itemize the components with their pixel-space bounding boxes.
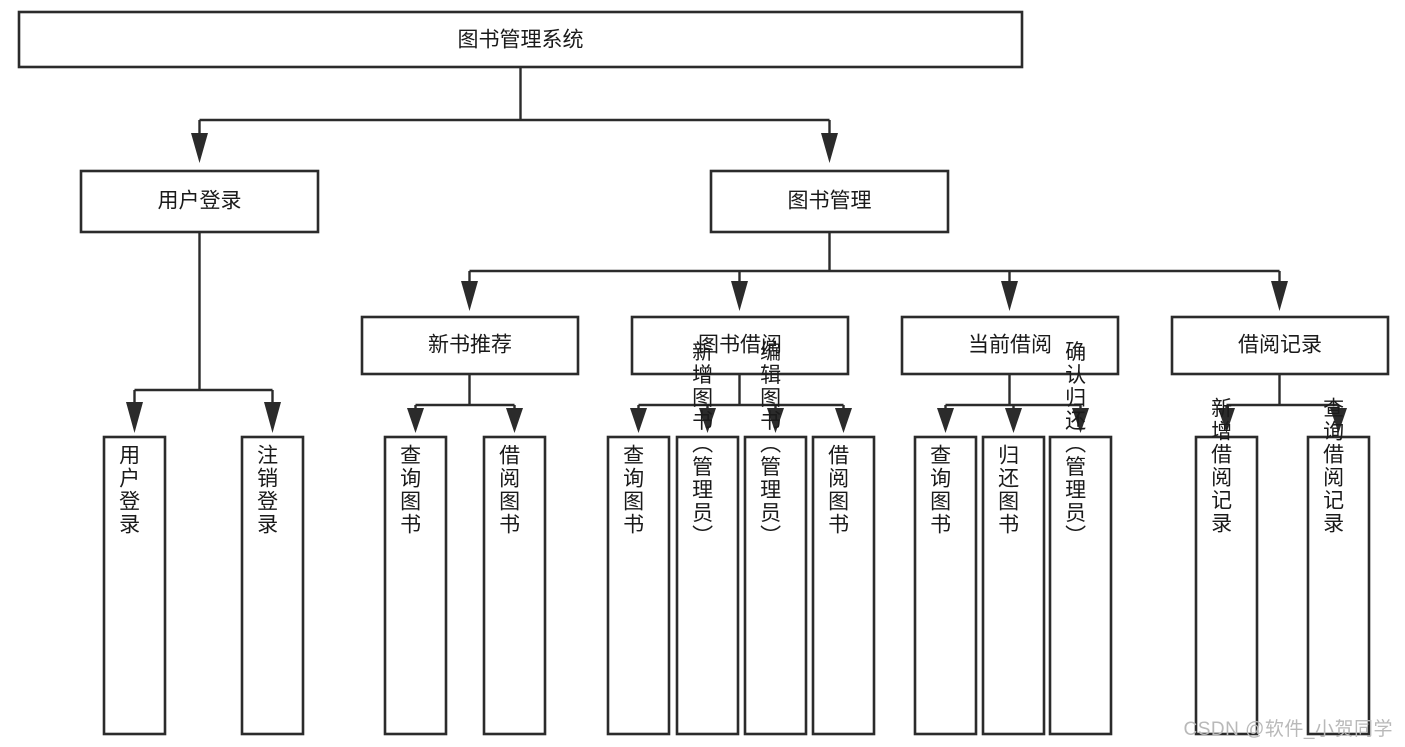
arrow-head-leaf-query-borrow-record xyxy=(1330,408,1347,433)
node-leaf-query-borrow-record-box[interactable] xyxy=(1306,435,1371,736)
node-leaf-edit-book-admin-label: 编辑图书（管理员） xyxy=(758,341,782,548)
node-root-box[interactable] xyxy=(17,10,1024,69)
arrow-head-new-book-recommend xyxy=(461,281,478,311)
node-leaf-query-book-borrow[interactable]: 查询图书 xyxy=(606,435,671,736)
arrow-head-book-management xyxy=(821,133,838,163)
node-leaf-add-borrow-record-label: 新增借阅记录 xyxy=(1209,397,1233,535)
node-leaf-logout-label: 注销登录 xyxy=(255,444,279,536)
arrow-head-book-borrow xyxy=(731,281,748,311)
node-leaf-borrow-book-label: 借阅图书 xyxy=(826,444,850,536)
node-current-borrow[interactable]: 当前借阅 xyxy=(900,315,1120,376)
node-leaf-confirm-return-admin[interactable]: 确认归还（管理员） xyxy=(1048,341,1113,736)
arrow-head-leaf-add-borrow-record xyxy=(1218,408,1235,433)
node-user-login-label: 用户登录 xyxy=(158,190,242,213)
node-leaf-query-borrow-record-label: 查询借阅记录 xyxy=(1321,397,1345,535)
node-leaf-borrow-book-recommend[interactable]: 借阅图书 xyxy=(482,435,547,736)
node-leaf-return-book-box[interactable] xyxy=(981,435,1046,736)
node-book-management[interactable]: 图书管理 xyxy=(709,169,950,234)
connector-group-user-login xyxy=(126,232,281,433)
node-borrow-records-label: 借阅记录 xyxy=(1238,334,1322,357)
node-leaf-user-login[interactable]: 用户登录 xyxy=(102,435,167,736)
node-current-borrow-box[interactable] xyxy=(900,315,1120,376)
node-new-book-recommend-box[interactable] xyxy=(360,315,580,376)
arrow-head-leaf-borrow-book xyxy=(835,408,852,433)
arrow-head-leaf-logout xyxy=(264,402,281,433)
node-leaf-borrow-book-box[interactable] xyxy=(811,435,876,736)
node-leaf-add-book-admin-box[interactable] xyxy=(675,435,740,736)
arrow-head-leaf-user-login xyxy=(126,402,143,433)
node-leaf-add-book-admin[interactable]: 新增图书（管理员） xyxy=(675,341,740,736)
node-borrow-records[interactable]: 借阅记录 xyxy=(1170,315,1390,376)
node-leaf-query-book-borrow-label: 查询图书 xyxy=(621,444,645,536)
arrow-head-leaf-add-book-admin xyxy=(699,408,716,433)
arrow-head-leaf-confirm-return-admin xyxy=(1072,408,1089,433)
node-user-login-box[interactable] xyxy=(79,169,320,234)
connector-group-new-book-recommend xyxy=(407,374,523,433)
arrow-head-leaf-return-book xyxy=(1005,408,1022,433)
node-new-book-recommend[interactable]: 新书推荐 xyxy=(360,315,580,376)
node-book-management-box[interactable] xyxy=(709,169,950,234)
connector-group-borrow-records xyxy=(1218,374,1347,433)
node-leaf-query-book-current-box[interactable] xyxy=(913,435,978,736)
node-book-management-label: 图书管理 xyxy=(788,190,872,213)
node-leaf-edit-book-admin-box[interactable] xyxy=(743,435,808,736)
node-book-borrow[interactable]: 图书借阅 xyxy=(630,315,850,376)
node-leaf-return-book-label: 归还图书 xyxy=(996,444,1020,536)
node-leaf-query-book-recommend[interactable]: 查询图书 xyxy=(383,435,448,736)
node-leaf-borrow-book-recommend-box[interactable] xyxy=(482,435,547,736)
node-leaf-borrow-book[interactable]: 借阅图书 xyxy=(811,435,876,736)
node-leaf-query-borrow-record[interactable]: 查询借阅记录 xyxy=(1306,397,1371,736)
node-leaf-query-book-current-label: 查询图书 xyxy=(928,444,952,536)
arrow-head-leaf-edit-book-admin xyxy=(767,408,784,433)
node-leaf-confirm-return-admin-box[interactable] xyxy=(1048,435,1113,736)
node-leaf-query-book-current[interactable]: 查询图书 xyxy=(913,435,978,736)
node-leaf-add-borrow-record[interactable]: 新增借阅记录 xyxy=(1194,397,1259,736)
arrow-head-leaf-query-book-recommend xyxy=(407,408,424,433)
node-book-borrow-label: 图书借阅 xyxy=(698,334,782,357)
connector-group-book-borrow xyxy=(630,374,852,433)
node-leaf-user-login-label: 用户登录 xyxy=(117,444,141,536)
arrow-head-leaf-query-book-current xyxy=(937,408,954,433)
node-root[interactable]: 图书管理系统 xyxy=(17,10,1024,69)
node-leaf-confirm-return-admin-label: 确认归还（管理员） xyxy=(1063,341,1087,548)
node-leaf-logout[interactable]: 注销登录 xyxy=(240,435,305,736)
node-leaf-logout-box[interactable] xyxy=(240,435,305,736)
connector-group-current-borrow xyxy=(937,374,1089,433)
arrow-head-leaf-borrow-book-recommend xyxy=(506,408,523,433)
arrow-head-borrow-records xyxy=(1271,281,1288,311)
node-user-login[interactable]: 用户登录 xyxy=(79,169,320,234)
node-leaf-return-book[interactable]: 归还图书 xyxy=(981,435,1046,736)
node-borrow-records-box[interactable] xyxy=(1170,315,1390,376)
connector-group-book-management xyxy=(461,232,1288,311)
node-leaf-add-borrow-record-box[interactable] xyxy=(1194,435,1259,736)
arrow-head-user-login xyxy=(191,133,208,163)
node-leaf-user-login-box[interactable] xyxy=(102,435,167,736)
node-leaf-borrow-book-recommend-label: 借阅图书 xyxy=(497,444,521,536)
node-leaf-query-book-borrow-box[interactable] xyxy=(606,435,671,736)
node-leaf-query-book-recommend-box[interactable] xyxy=(383,435,448,736)
connector-group-root xyxy=(191,67,838,163)
arrow-head-leaf-query-book-borrow xyxy=(630,408,647,433)
arrow-head-current-borrow xyxy=(1001,281,1018,311)
node-current-borrow-label: 当前借阅 xyxy=(968,334,1052,357)
node-new-book-recommend-label: 新书推荐 xyxy=(428,334,512,357)
node-book-borrow-box[interactable] xyxy=(630,315,850,376)
node-root-label: 图书管理系统 xyxy=(458,29,584,52)
node-leaf-query-book-recommend-label: 查询图书 xyxy=(398,444,422,536)
node-leaf-add-book-admin-label: 新增图书（管理员） xyxy=(690,341,714,548)
node-leaf-edit-book-admin[interactable]: 编辑图书（管理员） xyxy=(743,341,808,736)
